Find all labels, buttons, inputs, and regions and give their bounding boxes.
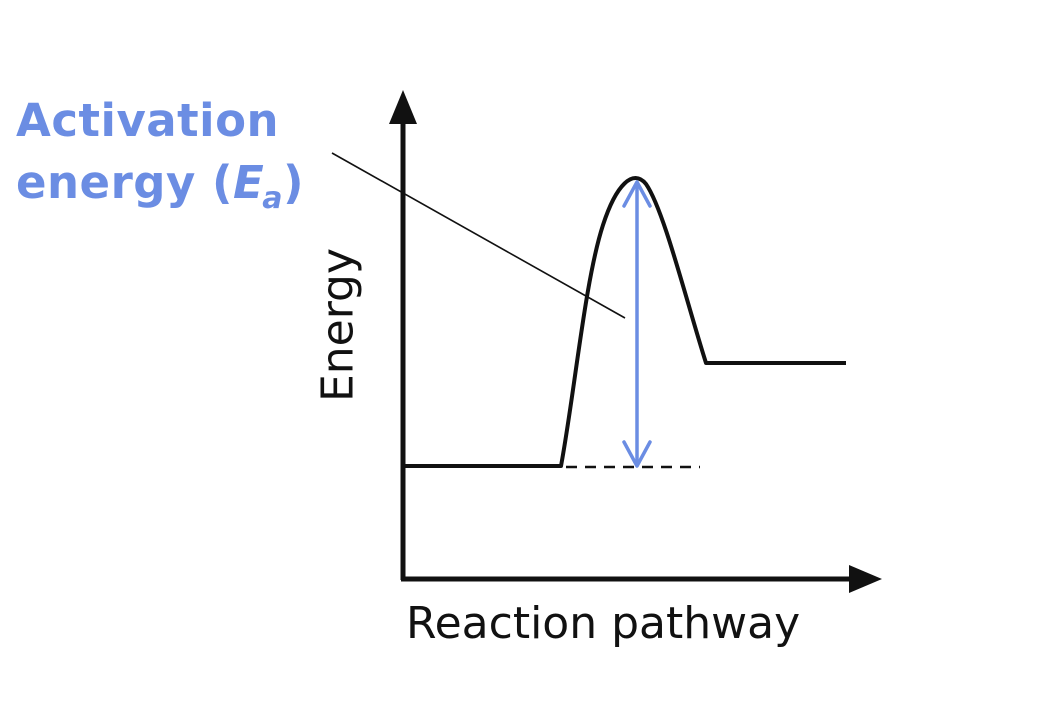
activation-energy-label: Activation energy (Ea): [16, 90, 304, 230]
y-axis-label: Energy: [312, 247, 364, 403]
y-axis-arrowhead: [389, 90, 417, 124]
label-prefix: energy (: [16, 156, 234, 209]
energy-curve: [405, 176, 846, 468]
x-axis-arrowhead: [849, 565, 882, 593]
activation-energy-label-line1: Activation: [16, 94, 280, 147]
activation-energy-arrow: [622, 180, 652, 468]
activation-energy-label-line2: energy (Ea): [16, 152, 304, 230]
energy-subscript: a: [262, 181, 284, 216]
x-axis-label: Reaction pathway: [406, 598, 801, 649]
energy-symbol: E: [233, 156, 265, 209]
label-suffix: ): [283, 156, 305, 209]
callout-leader-line: [331, 152, 626, 319]
